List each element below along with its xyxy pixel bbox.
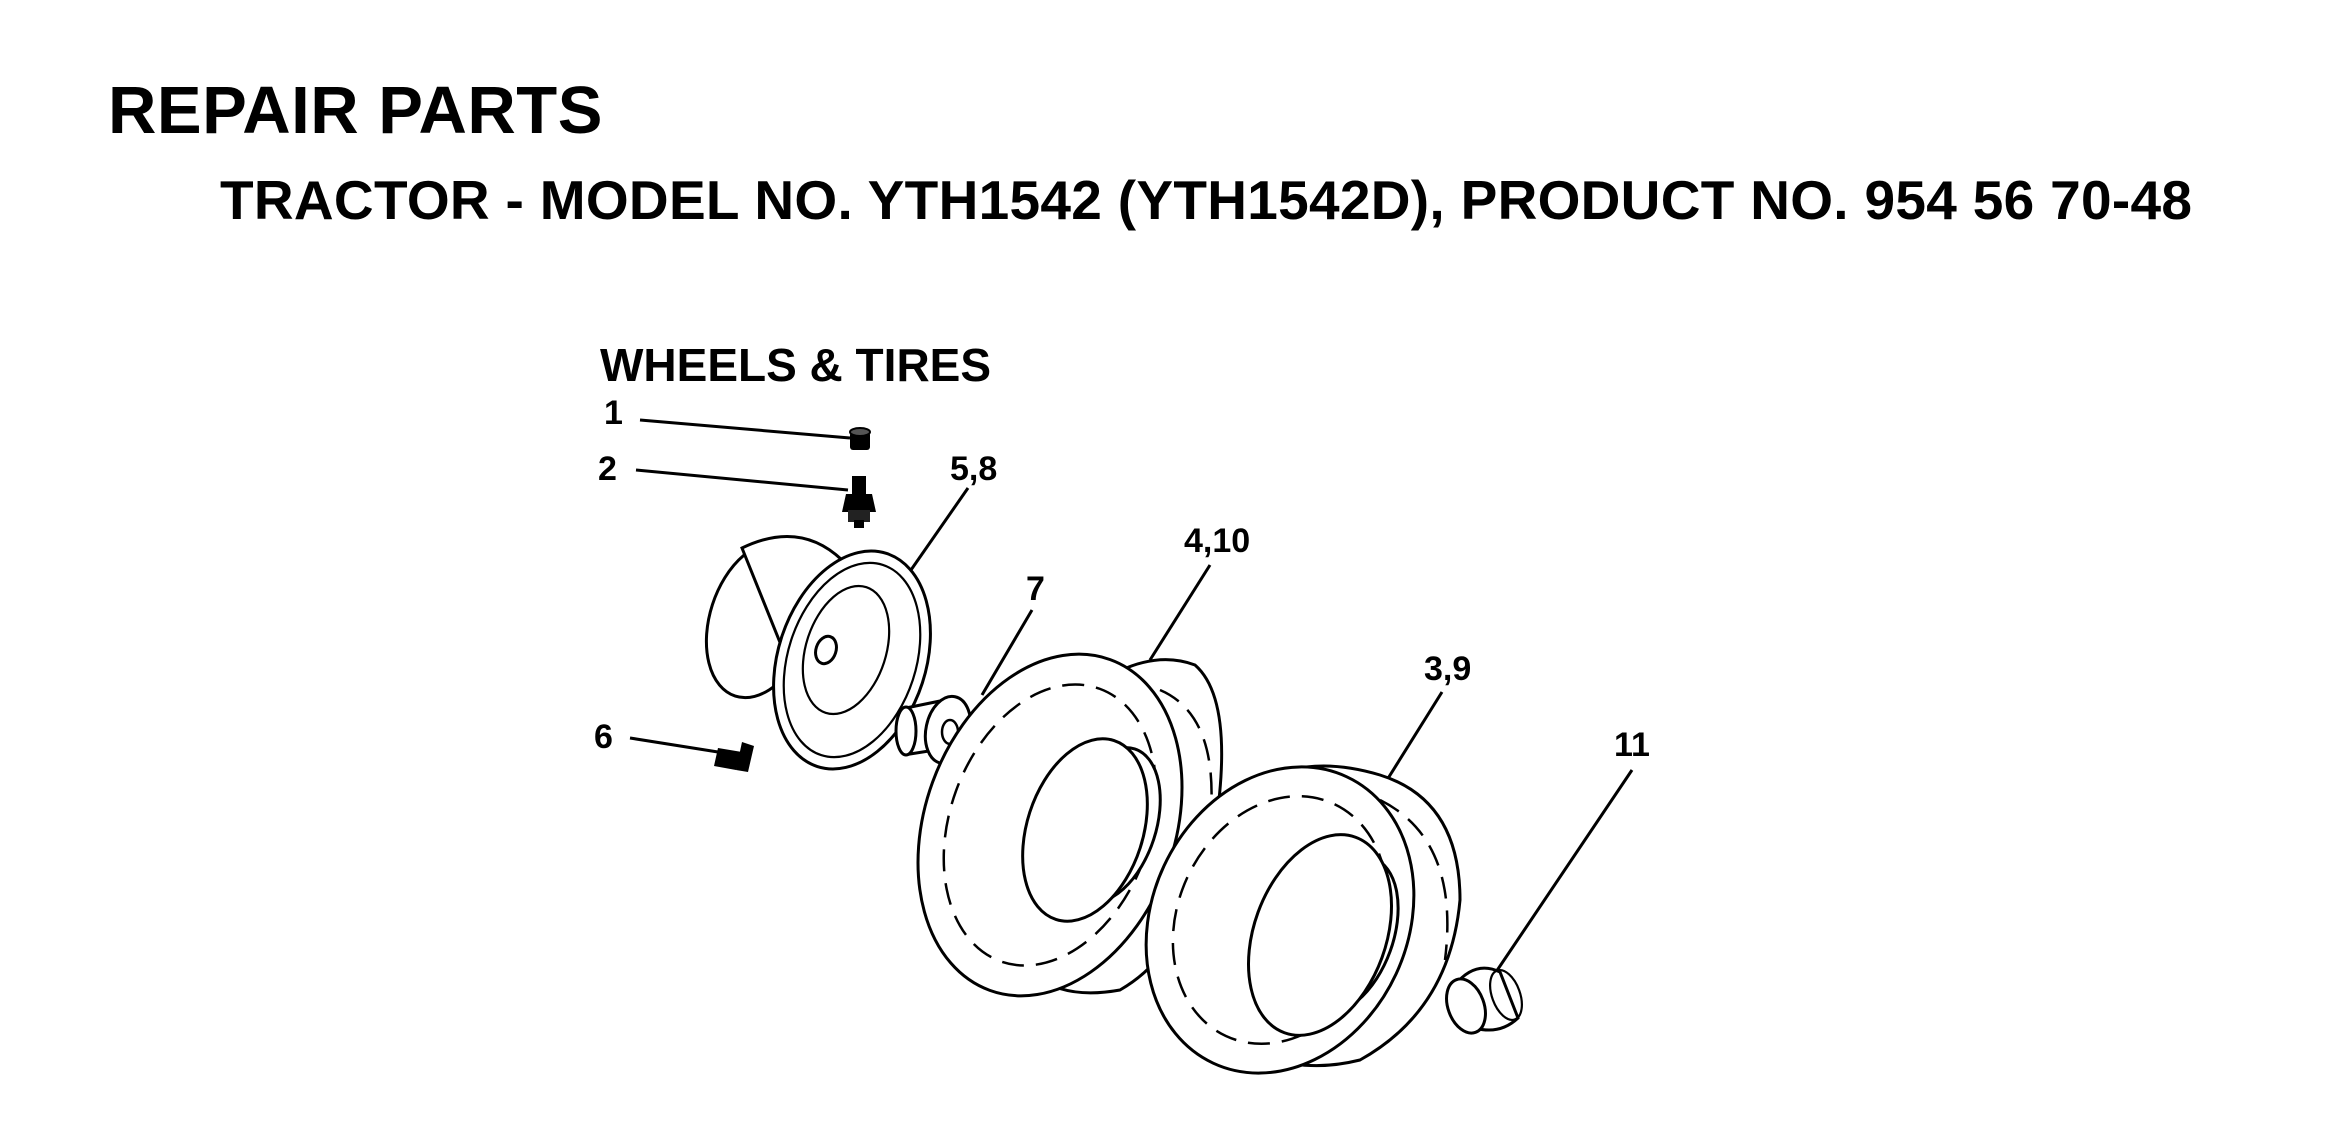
leader-3-9: [1380, 691, 1444, 789]
valve-cap: [849, 427, 871, 450]
callout-11: 11: [1614, 726, 1650, 764]
valve-stem: [842, 476, 876, 528]
wheel-rim: [704, 535, 932, 771]
callout-3-9: 3,9: [1424, 650, 1471, 688]
callout-2: 2: [598, 450, 617, 488]
model-subtitle: TRACTOR - MODEL NO. YTH1542 (YTH1542D), …: [220, 169, 2193, 231]
callout-6: 6: [594, 718, 613, 756]
leader-7: [980, 609, 1034, 696]
callout-4-10: 4,10: [1184, 522, 1250, 560]
hub-cap: [1445, 966, 1523, 1035]
leader-5-8: [902, 487, 970, 581]
leader-6: [629, 736, 719, 754]
rear-tire: [1144, 764, 1462, 1075]
leader-11: [1494, 769, 1634, 973]
page-title: REPAIR PARTS: [108, 73, 603, 148]
callout-1: 1: [604, 394, 623, 432]
leader-2: [635, 468, 849, 492]
bolt: [714, 742, 754, 772]
section-title: WHEELS & TIRES: [600, 339, 992, 391]
leader-lines: [629, 418, 1634, 973]
leader-1: [639, 418, 851, 440]
callout-7: 7: [1026, 570, 1045, 608]
leader-4-10: [1148, 564, 1212, 661]
callout-5-8: 5,8: [950, 450, 997, 488]
